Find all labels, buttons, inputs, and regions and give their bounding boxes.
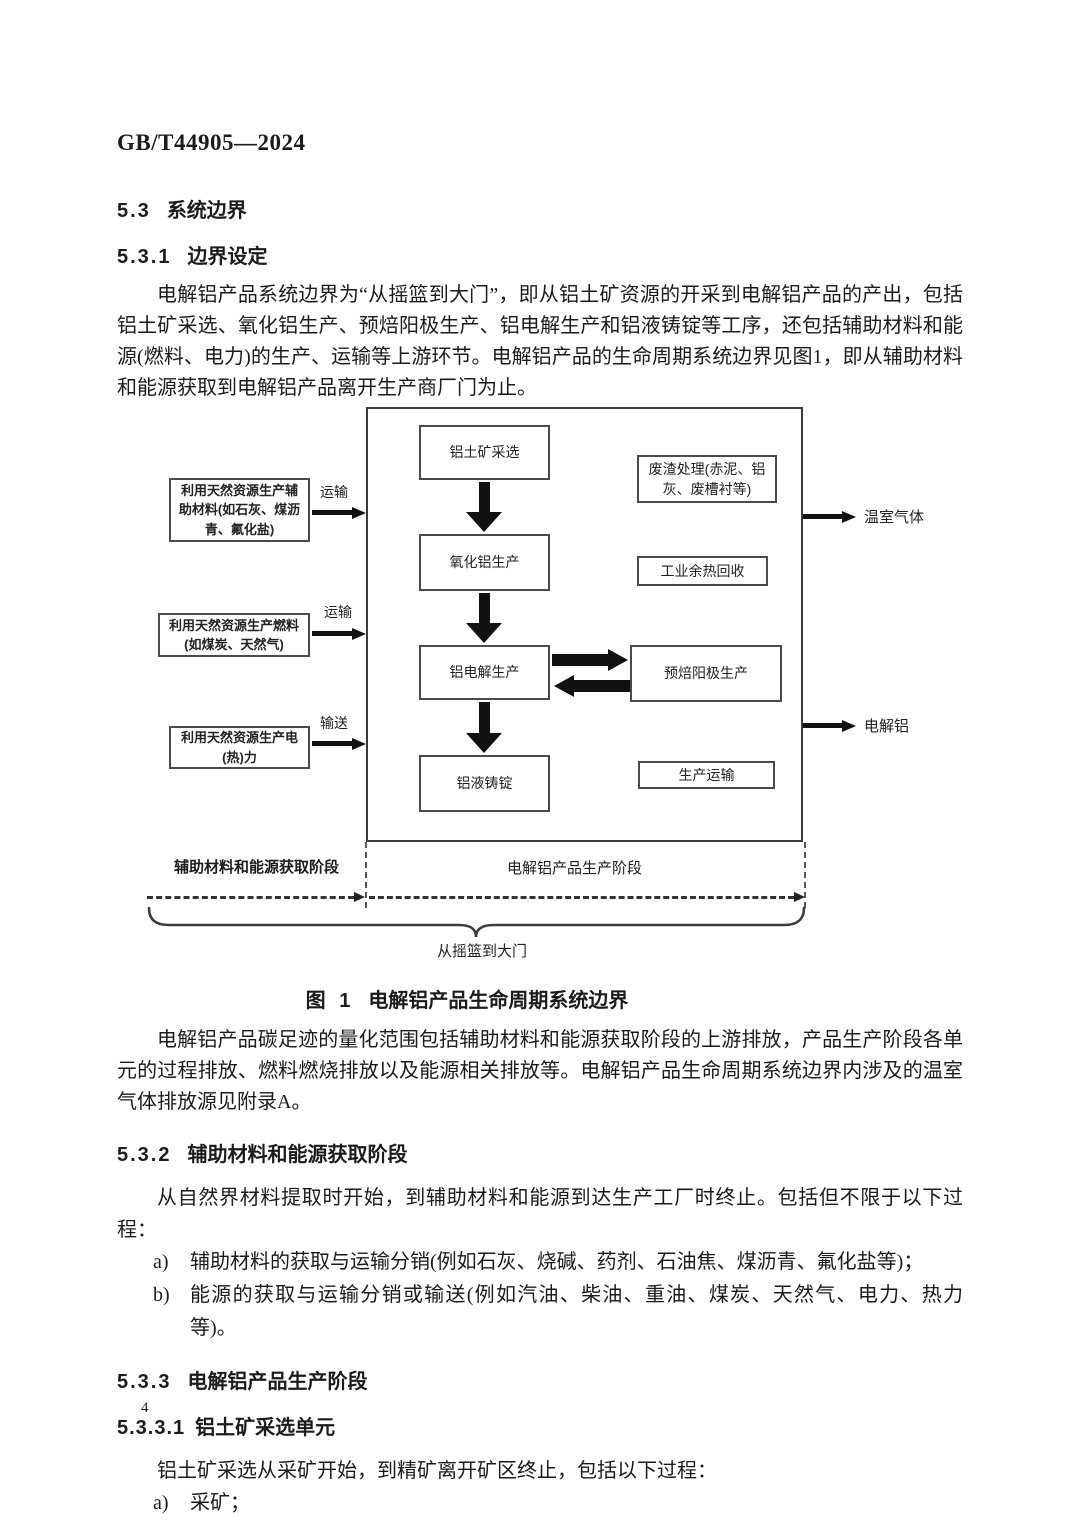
section-heading-5-3: 5.3 系统边界 — [117, 198, 963, 224]
section-heading-5-3-3-1: 5.3.3.1 铝土矿采选单元 — [117, 1415, 963, 1441]
stage-divider-dashed-line — [804, 842, 806, 908]
list-item-label: a) — [153, 1251, 169, 1273]
left-arrow-icon — [554, 675, 630, 697]
section-number: 5.3.2 — [117, 1144, 172, 1166]
aluminum-electrolysis-box: 铝电解生产 — [419, 645, 550, 700]
transport-arrow-icon — [312, 507, 366, 519]
down-arrow-icon — [466, 702, 502, 753]
right-arrow-icon — [552, 649, 628, 671]
section-number: 5.3 — [117, 200, 151, 222]
section-number: 5.3.1 — [117, 246, 172, 268]
list-item-text: 能源的获取与运输分销或输送(例如汽油、柴油、重油、煤炭、天然气、电力、热力等)。 — [190, 1284, 963, 1339]
bauxite-mining-intro: 铝土矿采选从采矿开始，到精矿离开矿区终止，包括以下过程： — [157, 1460, 717, 1482]
dashed-timeline-arrow — [369, 892, 805, 902]
acquisition-stage-intro: 从自然界材料提取时开始，到辅助材料和能源到达生产工厂时终止。包括但不限于以下过程… — [117, 1187, 963, 1241]
figure-caption-title: 电解铝产品生命周期系统边界 — [368, 990, 629, 1012]
alumina-production-box: 氧化铝生产 — [419, 534, 550, 591]
figure-caption-number: 图 1 — [305, 990, 355, 1012]
figure-caption: 图 1 电解铝产品生命周期系统边界 — [117, 984, 817, 1013]
output-arrow-icon — [803, 720, 856, 732]
output-arrow-icon — [803, 511, 856, 523]
section-number: 5.3.3 — [117, 1371, 172, 1393]
section-heading-5-3-3: 5.3.3 电解铝产品生产阶段 — [117, 1369, 963, 1395]
transport-arrow-icon — [312, 628, 366, 640]
page-number: 4 — [141, 1400, 149, 1416]
fuel-input-box: 利用天然资源生产燃料(如煤炭、天然气) — [158, 613, 310, 657]
bauxite-mining-box: 铝土矿采选 — [419, 425, 550, 480]
section-title: 辅助材料和能源获取阶段 — [187, 1144, 408, 1166]
carbon-footprint-scope-paragraph: 电解铝产品碳足迹的量化范围包括辅助材料和能源获取阶段的上游排放，产品生产阶段各单… — [117, 1029, 963, 1113]
list-item-label: b) — [153, 1284, 170, 1306]
list-item: a) 采矿； — [153, 1487, 963, 1520]
list-item: b) 能源的获取与运输分销或输送(例如汽油、柴油、重油、煤炭、天然气、电力、热力… — [153, 1279, 963, 1345]
down-arrow-icon — [466, 593, 502, 643]
prebaked-anode-production-box: 预焙阳极生产 — [630, 645, 782, 702]
section-number: 5.3.3.1 — [117, 1417, 186, 1439]
waste-heat-recovery-box: 工业余热回收 — [637, 556, 768, 586]
auxiliary-materials-input-box: 利用天然资源生产辅助材料(如石灰、煤沥青、氟化盐) — [169, 478, 310, 542]
section-title: 铝土矿采选单元 — [195, 1417, 336, 1439]
production-transport-box: 生产运输 — [638, 761, 775, 789]
transport-arrow-label: 运输 — [324, 604, 352, 620]
list-item: a) 辅助材料的获取与运输分销(例如石灰、烧碱、药剂、石油焦、煤沥青、氟化盐等)… — [153, 1246, 963, 1279]
standard-number: GB/T44905—2024 — [117, 130, 306, 155]
dashed-timeline-arrow — [147, 892, 365, 902]
electricity-heat-input-box: 利用天然资源生产电(热)力 — [169, 726, 310, 769]
section-title: 边界设定 — [187, 246, 268, 268]
list-item-label: a) — [153, 1492, 169, 1514]
transmission-arrow-icon — [312, 738, 366, 750]
cradle-to-gate-label: 从摇篮到大门 — [437, 943, 528, 960]
stage-divider-dashed-line — [365, 842, 367, 908]
figure-1-system-boundary-diagram: 铝土矿采选 氧化铝生产 铝电解生产 铝液铸锭 废渣处理(赤泥、铝灰、废槽衬等) … — [117, 404, 963, 964]
list-item-text: 辅助材料的获取与运输分销(例如石灰、烧碱、药剂、石油焦、煤沥青、氟化盐等)； — [190, 1251, 924, 1273]
acquisition-stage-label: 辅助材料和能源获取阶段 — [174, 859, 340, 876]
electrolytic-aluminum-output-label: 电解铝 — [864, 718, 910, 735]
greenhouse-gas-output-label: 温室气体 — [864, 509, 925, 526]
section-heading-5-3-2: 5.3.2 辅助材料和能源获取阶段 — [117, 1142, 963, 1168]
down-arrow-icon — [466, 482, 502, 532]
waste-residue-treatment-box: 废渣处理(赤泥、铝灰、废槽衬等) — [637, 455, 777, 503]
list-item-text: 采矿； — [190, 1492, 250, 1514]
section-title: 电解铝产品生产阶段 — [187, 1371, 368, 1393]
system-boundary-outer-box — [366, 407, 803, 842]
curly-brace-icon — [147, 906, 806, 938]
transmission-arrow-label: 输送 — [320, 715, 348, 731]
section-heading-5-3-1: 5.3.1 边界设定 — [117, 244, 963, 270]
production-stage-label: 电解铝产品生产阶段 — [507, 860, 643, 877]
section-title: 系统边界 — [166, 200, 247, 222]
boundary-definition-paragraph: 电解铝产品系统边界为“从摇篮到大门”，即从铝土矿资源的开采到电解铝产品的产出，包… — [117, 284, 963, 399]
molten-aluminum-casting-box: 铝液铸锭 — [419, 755, 550, 812]
page-content: GB/T44905—2024 5.3 系统边界 5.3.1 边界设定 电解铝产品系统… — [117, 0, 963, 1520]
transport-arrow-label: 运输 — [320, 484, 348, 500]
